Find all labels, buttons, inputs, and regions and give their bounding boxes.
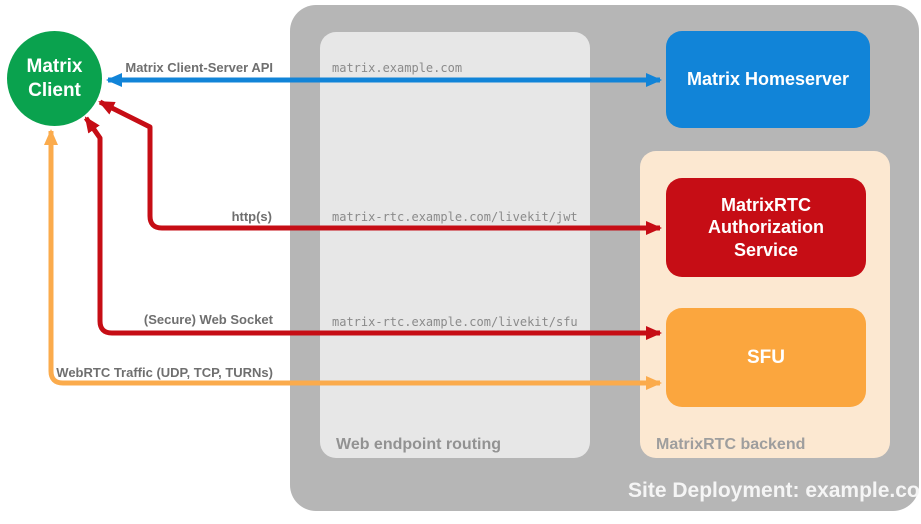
matrixrtc-auth-service-label: MatrixRTC Authorization Service — [708, 194, 824, 260]
sfu-label: SFU — [747, 346, 785, 368]
sfu-node: SFU — [666, 308, 866, 407]
web-endpoint-routing-container — [320, 32, 590, 458]
site-deployment-label: Site Deployment: example.com — [628, 479, 921, 502]
connection-label-client-server-api: Matrix Client-Server API — [125, 60, 273, 75]
endpoint-url-livekit-sfu: matrix-rtc.example.com/livekit/sfu — [332, 315, 578, 329]
matrixrtc-backend-label: MatrixRTC backend — [656, 436, 806, 453]
matrix-client-label-line1: Matrix — [26, 55, 83, 77]
matrix-client-label-line2: Client — [28, 79, 81, 101]
connection-label-webrtc-traffic: WebRTC Traffic (UDP, TCP, TURNs) — [56, 365, 273, 380]
connection-label-https: http(s) — [231, 209, 272, 224]
connection-label-websocket: (Secure) Web Socket — [143, 312, 273, 327]
endpoint-url-matrix: matrix.example.com — [332, 61, 463, 75]
web-endpoint-routing-label: Web endpoint routing — [336, 436, 502, 453]
matrix-homeserver-label: Matrix Homeserver — [686, 69, 850, 90]
matrix-client-node: Matrix Client — [7, 31, 102, 126]
matrix-homeserver-node: Matrix Homeserver — [666, 31, 870, 128]
endpoint-url-livekit-jwt: matrix-rtc.example.com/livekit/jwt — [332, 210, 578, 224]
matrixrtc-auth-service-node: MatrixRTC Authorization Service — [666, 178, 866, 277]
